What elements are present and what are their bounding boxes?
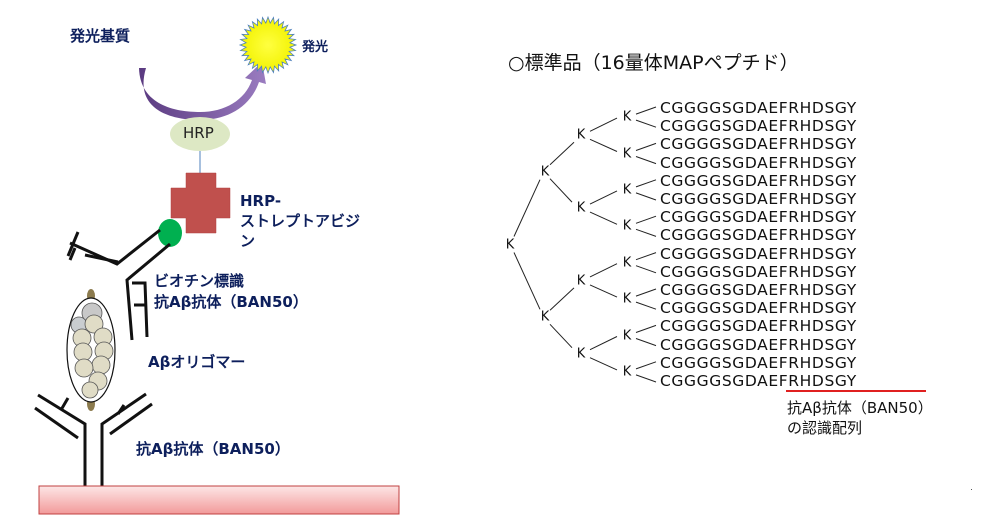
streptavidin-cross-shape xyxy=(170,172,231,234)
tree-connector xyxy=(589,211,618,225)
biotin-dot xyxy=(158,219,182,247)
k-node-level2: K xyxy=(576,200,586,216)
luminescence-sun-icon xyxy=(238,15,298,75)
tree-connector xyxy=(589,263,618,278)
reaction-arrow-icon xyxy=(139,62,266,120)
tree-connector xyxy=(635,142,657,151)
tree-connector xyxy=(635,324,657,333)
tree-connector xyxy=(549,141,575,166)
peptide-sequence: CGGGGSGDAEFRHDSGY xyxy=(660,353,857,372)
biotin-antibody-shape xyxy=(66,228,171,341)
tree-connector xyxy=(635,338,657,347)
peptide-sequence: CGGGGSGDAEFRHDSGY xyxy=(660,335,857,354)
map-tree-connectors xyxy=(513,106,657,383)
biotin-antibody-label-line1: ビオチン標識 xyxy=(154,272,245,290)
peptide-sequence: CGGGGSGDAEFRHDSGY xyxy=(660,135,857,154)
microplate-surface xyxy=(38,485,400,515)
tree-connector xyxy=(635,179,657,188)
tree-connector xyxy=(635,192,657,201)
substrate-label: 発光基質 xyxy=(70,27,131,45)
tree-connector xyxy=(549,178,573,203)
peptide-sequence: CGGGGSGDAEFRHDSGY xyxy=(660,226,857,245)
tree-connector xyxy=(589,357,618,371)
tree-connector xyxy=(635,215,657,224)
tree-connector xyxy=(513,179,541,237)
peptide-sequence: CGGGGSGDAEFRHDSGY xyxy=(660,117,857,136)
tree-connector xyxy=(635,106,657,115)
streptavidin-label-line2: ストレプトアビジ xyxy=(240,212,361,230)
tree-connector xyxy=(635,301,657,310)
biotin-antibody-label-line2: 抗Aβ抗体（BAN50） xyxy=(154,293,308,311)
k-node-level2: K xyxy=(576,346,586,362)
tree-connector xyxy=(635,252,657,261)
tree-connector xyxy=(635,361,657,370)
peptide-sequence: CGGGGSGDAEFRHDSGY xyxy=(660,99,857,117)
k-node-level3: K xyxy=(622,291,632,307)
tree-connector xyxy=(635,119,657,128)
peptide-sequence: CGGGGSGDAEFRHDSGY xyxy=(660,244,857,263)
tree-connector xyxy=(549,323,573,349)
peptide-sequence: CGGGGSGDAEFRHDSGY xyxy=(660,208,857,227)
tree-connector xyxy=(513,252,541,310)
k-node-level2: K xyxy=(576,273,586,289)
tree-connector xyxy=(589,190,618,205)
recognition-label-line2: の認識配列 xyxy=(787,419,863,437)
tree-connector xyxy=(635,228,657,237)
oligomer-label: Aβオリゴマー xyxy=(148,353,246,371)
k-node-root: K xyxy=(505,237,515,252)
tree-connector xyxy=(589,336,618,351)
k-node-level3: K xyxy=(622,364,632,380)
k-node-level1: K xyxy=(540,164,550,180)
tree-connector xyxy=(589,284,618,298)
k-node-level1: K xyxy=(540,309,550,325)
peptide-sequence: CGGGGSGDAEFRHDSGY xyxy=(660,317,857,336)
peptide-sequence: CGGGGSGDAEFRHDSGY xyxy=(660,262,857,281)
tree-connector xyxy=(589,138,618,152)
k-node-level3: K xyxy=(622,255,632,271)
emission-label: 発光 xyxy=(302,40,329,55)
peptide-sequence: CGGGGSGDAEFRHDSGY xyxy=(660,190,857,208)
tree-connector xyxy=(635,288,657,297)
tree-connector xyxy=(549,287,575,311)
streptavidin-label-line3: ン xyxy=(240,232,256,250)
tree-connector xyxy=(635,265,657,274)
k-node-level3: K xyxy=(622,328,632,343)
tree-connector xyxy=(635,156,657,165)
peptide-sequence: CGGGGSGDAEFRHDSGY xyxy=(660,171,857,190)
tree-connector xyxy=(589,117,618,132)
abeta-oligomer-shape xyxy=(66,289,116,411)
capture-antibody-shape xyxy=(34,392,153,486)
peptide-sequence: CGGGGSGDAEFRHDSGY xyxy=(660,299,857,318)
tree-connector xyxy=(635,374,657,383)
k-node-level3: K xyxy=(622,146,632,161)
k-node-level3: K xyxy=(622,109,632,125)
k-node-level3: K xyxy=(622,218,632,234)
peptide-sequence: CGGGGSGDAEFRHDSGY xyxy=(660,281,857,299)
k-node-level2: K xyxy=(576,127,586,143)
streptavidin-label-line1: HRP- xyxy=(240,192,282,210)
hrp-label: HRP xyxy=(183,124,214,142)
peptide-sequence: CGGGGSGDAEFRHDSGY xyxy=(660,372,857,390)
hrp-enzyme-shape xyxy=(170,117,230,151)
capture-antibody-label: 抗Aβ抗体（BAN50） xyxy=(136,440,290,458)
standard-title: ○標準品（16量体MAPペプチド） xyxy=(508,52,799,74)
stray-dot xyxy=(971,489,972,490)
peptide-sequence: CGGGGSGDAEFRHDSGY xyxy=(660,153,857,172)
k-node-level3: K xyxy=(622,182,632,198)
recognition-label-line1: 抗Aβ抗体（BAN50） xyxy=(787,399,933,417)
